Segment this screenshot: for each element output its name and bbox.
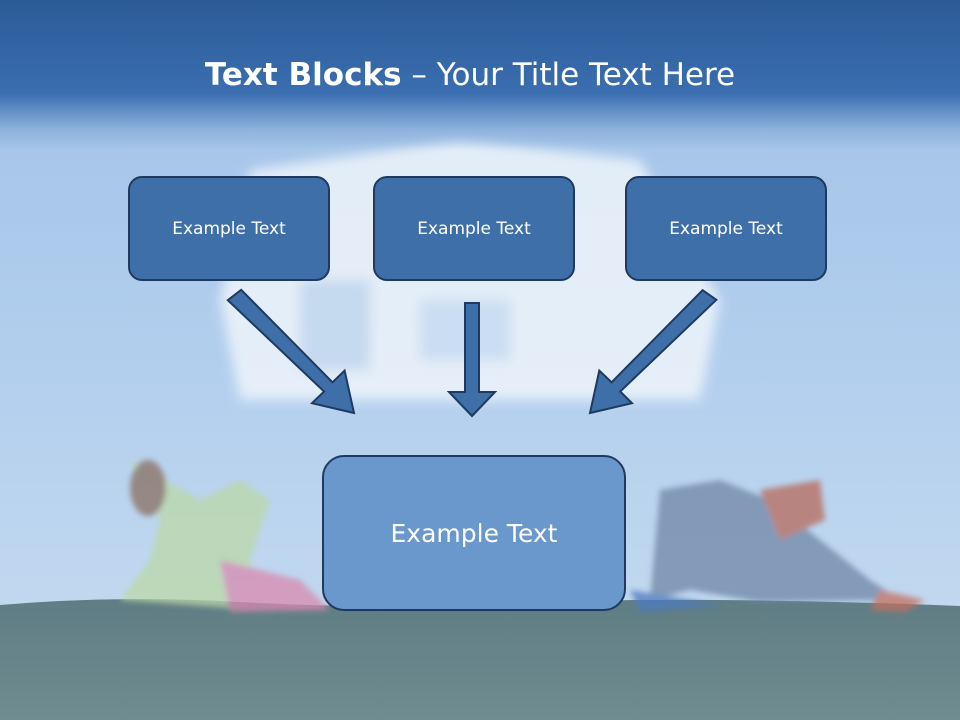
grass [0,599,960,720]
arrow-down-right-icon[interactable] [226,288,356,415]
slide-title: Text Blocks – Your Title Text Here [0,50,940,100]
title-rest: Your Title Text Here [436,57,736,93]
text-block-middle-label: Example Text [417,218,531,239]
text-block-right-label: Example Text [669,218,783,239]
text-block-bottom-label: Example Text [390,518,558,548]
title-dash: – [401,57,437,93]
text-block-left-label: Example Text [172,218,286,239]
people [120,460,925,612]
text-block-right[interactable]: Example Text [625,176,827,281]
text-block-bottom[interactable]: Example Text [322,455,626,611]
title-bar [0,0,960,150]
text-block-left[interactable]: Example Text [128,176,330,281]
arrow-down-icon[interactable] [446,302,498,418]
arrow-down-left-icon[interactable] [588,288,718,415]
text-block-middle[interactable]: Example Text [373,176,575,281]
title-bold: Text Blocks [204,57,402,93]
